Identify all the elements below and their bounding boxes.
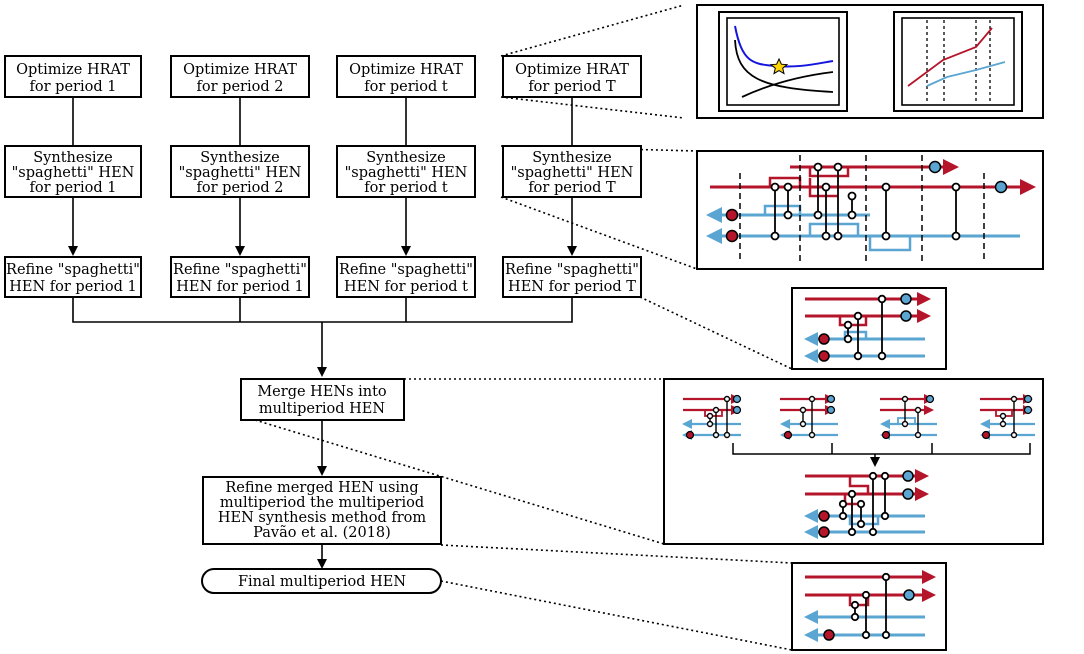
step-label-line: Optimize HRAT xyxy=(515,62,629,78)
step-optimize-period-1: Optimize HRAT for period 1 xyxy=(4,55,142,98)
step-refine-merged: Refine merged HEN using multiperiod the … xyxy=(202,476,442,545)
mini-hen-3 xyxy=(880,394,937,440)
inset-merge-multiperiod xyxy=(663,378,1044,545)
step-label-line: Synthesize xyxy=(33,150,113,166)
step-synthesize-period-T: Synthesize "spaghetti" HEN for period T xyxy=(502,145,642,198)
star-icon xyxy=(769,57,789,75)
step-label-line: for period T xyxy=(528,79,616,95)
step-label-line: Merge HENs into xyxy=(257,384,386,400)
step-label-line: for period 1 xyxy=(30,79,117,95)
inset-refined-hen xyxy=(791,287,947,370)
zoom-lines xyxy=(254,4,793,651)
step-label-line: Synthesize xyxy=(532,150,612,166)
blue-circle-icon xyxy=(902,470,914,482)
step-label-line: for period 2 xyxy=(197,180,284,196)
step-optimize-period-2: Optimize HRAT for period 2 xyxy=(170,55,310,98)
step-label-line: Refine "spaghetti" xyxy=(173,262,307,278)
red-circle-icon xyxy=(818,350,830,362)
step-label-line: for period t xyxy=(364,79,448,95)
step-label-line: Refine "spaghetti" xyxy=(505,262,639,278)
step-label-line: Refine "spaghetti" xyxy=(6,262,140,278)
step-synthesize-period-1: Synthesize "spaghetti" HEN for period 1 xyxy=(4,145,142,198)
step-label-line: for period 1 xyxy=(30,180,117,196)
step-refine-period-T: Refine "spaghetti" HEN for period T xyxy=(502,256,642,298)
step-label-line: Optimize HRAT xyxy=(183,62,297,78)
red-circle-icon xyxy=(823,629,835,641)
inset-hrat-optimization xyxy=(696,4,1044,119)
step-refine-period-t: Refine "spaghetti" HEN for period t xyxy=(336,256,476,298)
step-label-line: Final multiperiod HEN xyxy=(238,574,406,590)
step-label-line: Optimize HRAT xyxy=(349,62,463,78)
step-label-line: HEN for period T xyxy=(508,279,636,295)
merged-hen xyxy=(804,469,929,539)
step-label-line: multiperiod HEN xyxy=(259,401,385,417)
step-label-line: for period T xyxy=(528,180,616,196)
inset-final-hen xyxy=(791,562,947,651)
period-trend-plot xyxy=(893,11,1023,112)
mini-hen-4 xyxy=(980,394,1035,440)
step-merge-hens: Merge HENs into multiperiod HEN xyxy=(240,378,405,421)
step-label-line: Refine "spaghetti" xyxy=(339,262,473,278)
blue-circle-icon xyxy=(928,160,942,174)
red-circle-icon xyxy=(818,510,830,522)
step-label-line: "spaghetti" HEN xyxy=(511,165,634,181)
mini-hen-2 xyxy=(780,394,838,440)
blue-circle-icon xyxy=(903,589,915,601)
step-label-line: "spaghetti" HEN xyxy=(179,165,302,181)
red-circle-icon xyxy=(818,333,830,345)
step-label-line: for period 2 xyxy=(197,79,284,95)
step-refine-period-2: Refine "spaghetti" HEN for period 1 xyxy=(170,256,310,298)
step-label-line: "spaghetti" HEN xyxy=(345,165,468,181)
red-circle-icon xyxy=(818,526,830,538)
step-refine-period-1: Refine "spaghetti" HEN for period 1 xyxy=(4,256,142,298)
step-label-line: for period t xyxy=(364,180,448,196)
step-optimize-period-t: Optimize HRAT for period t xyxy=(336,55,476,98)
blue-circle-icon xyxy=(902,488,914,500)
step-label-line: Optimize HRAT xyxy=(16,62,130,78)
step-label-line: Synthesize xyxy=(200,150,280,166)
step-final-multiperiod-hen: Final multiperiod HEN xyxy=(201,568,442,594)
step-label-line: Refine merged HEN using xyxy=(225,480,418,496)
flow-connectors xyxy=(68,97,577,569)
blue-circle-icon xyxy=(900,293,912,305)
mini-hen-1 xyxy=(682,394,742,440)
step-label-line: Synthesize xyxy=(366,150,446,166)
inset-spaghetti-hen xyxy=(696,150,1044,270)
red-circle-icon xyxy=(725,229,739,243)
step-label-line: HEN for period t xyxy=(344,279,468,295)
step-label-line: HEN for period 1 xyxy=(176,279,303,295)
step-optimize-period-T: Optimize HRAT for period T xyxy=(502,55,642,98)
step-label-line: HEN synthesis method from xyxy=(218,510,427,526)
red-circle-icon xyxy=(725,208,739,222)
cost-curve-plot xyxy=(718,11,848,112)
blue-circle-icon xyxy=(900,310,912,322)
step-label-line: HEN for period 1 xyxy=(9,279,136,295)
step-label-line: "spaghetti" HEN xyxy=(12,165,135,181)
step-label-line: Pavão et al. (2018) xyxy=(253,525,391,541)
blue-circle-icon xyxy=(994,180,1008,194)
step-synthesize-period-2: Synthesize "spaghetti" HEN for period 2 xyxy=(170,145,310,198)
step-label-line: multiperiod the multiperiod xyxy=(220,495,424,511)
step-synthesize-period-t: Synthesize "spaghetti" HEN for period t xyxy=(336,145,476,198)
